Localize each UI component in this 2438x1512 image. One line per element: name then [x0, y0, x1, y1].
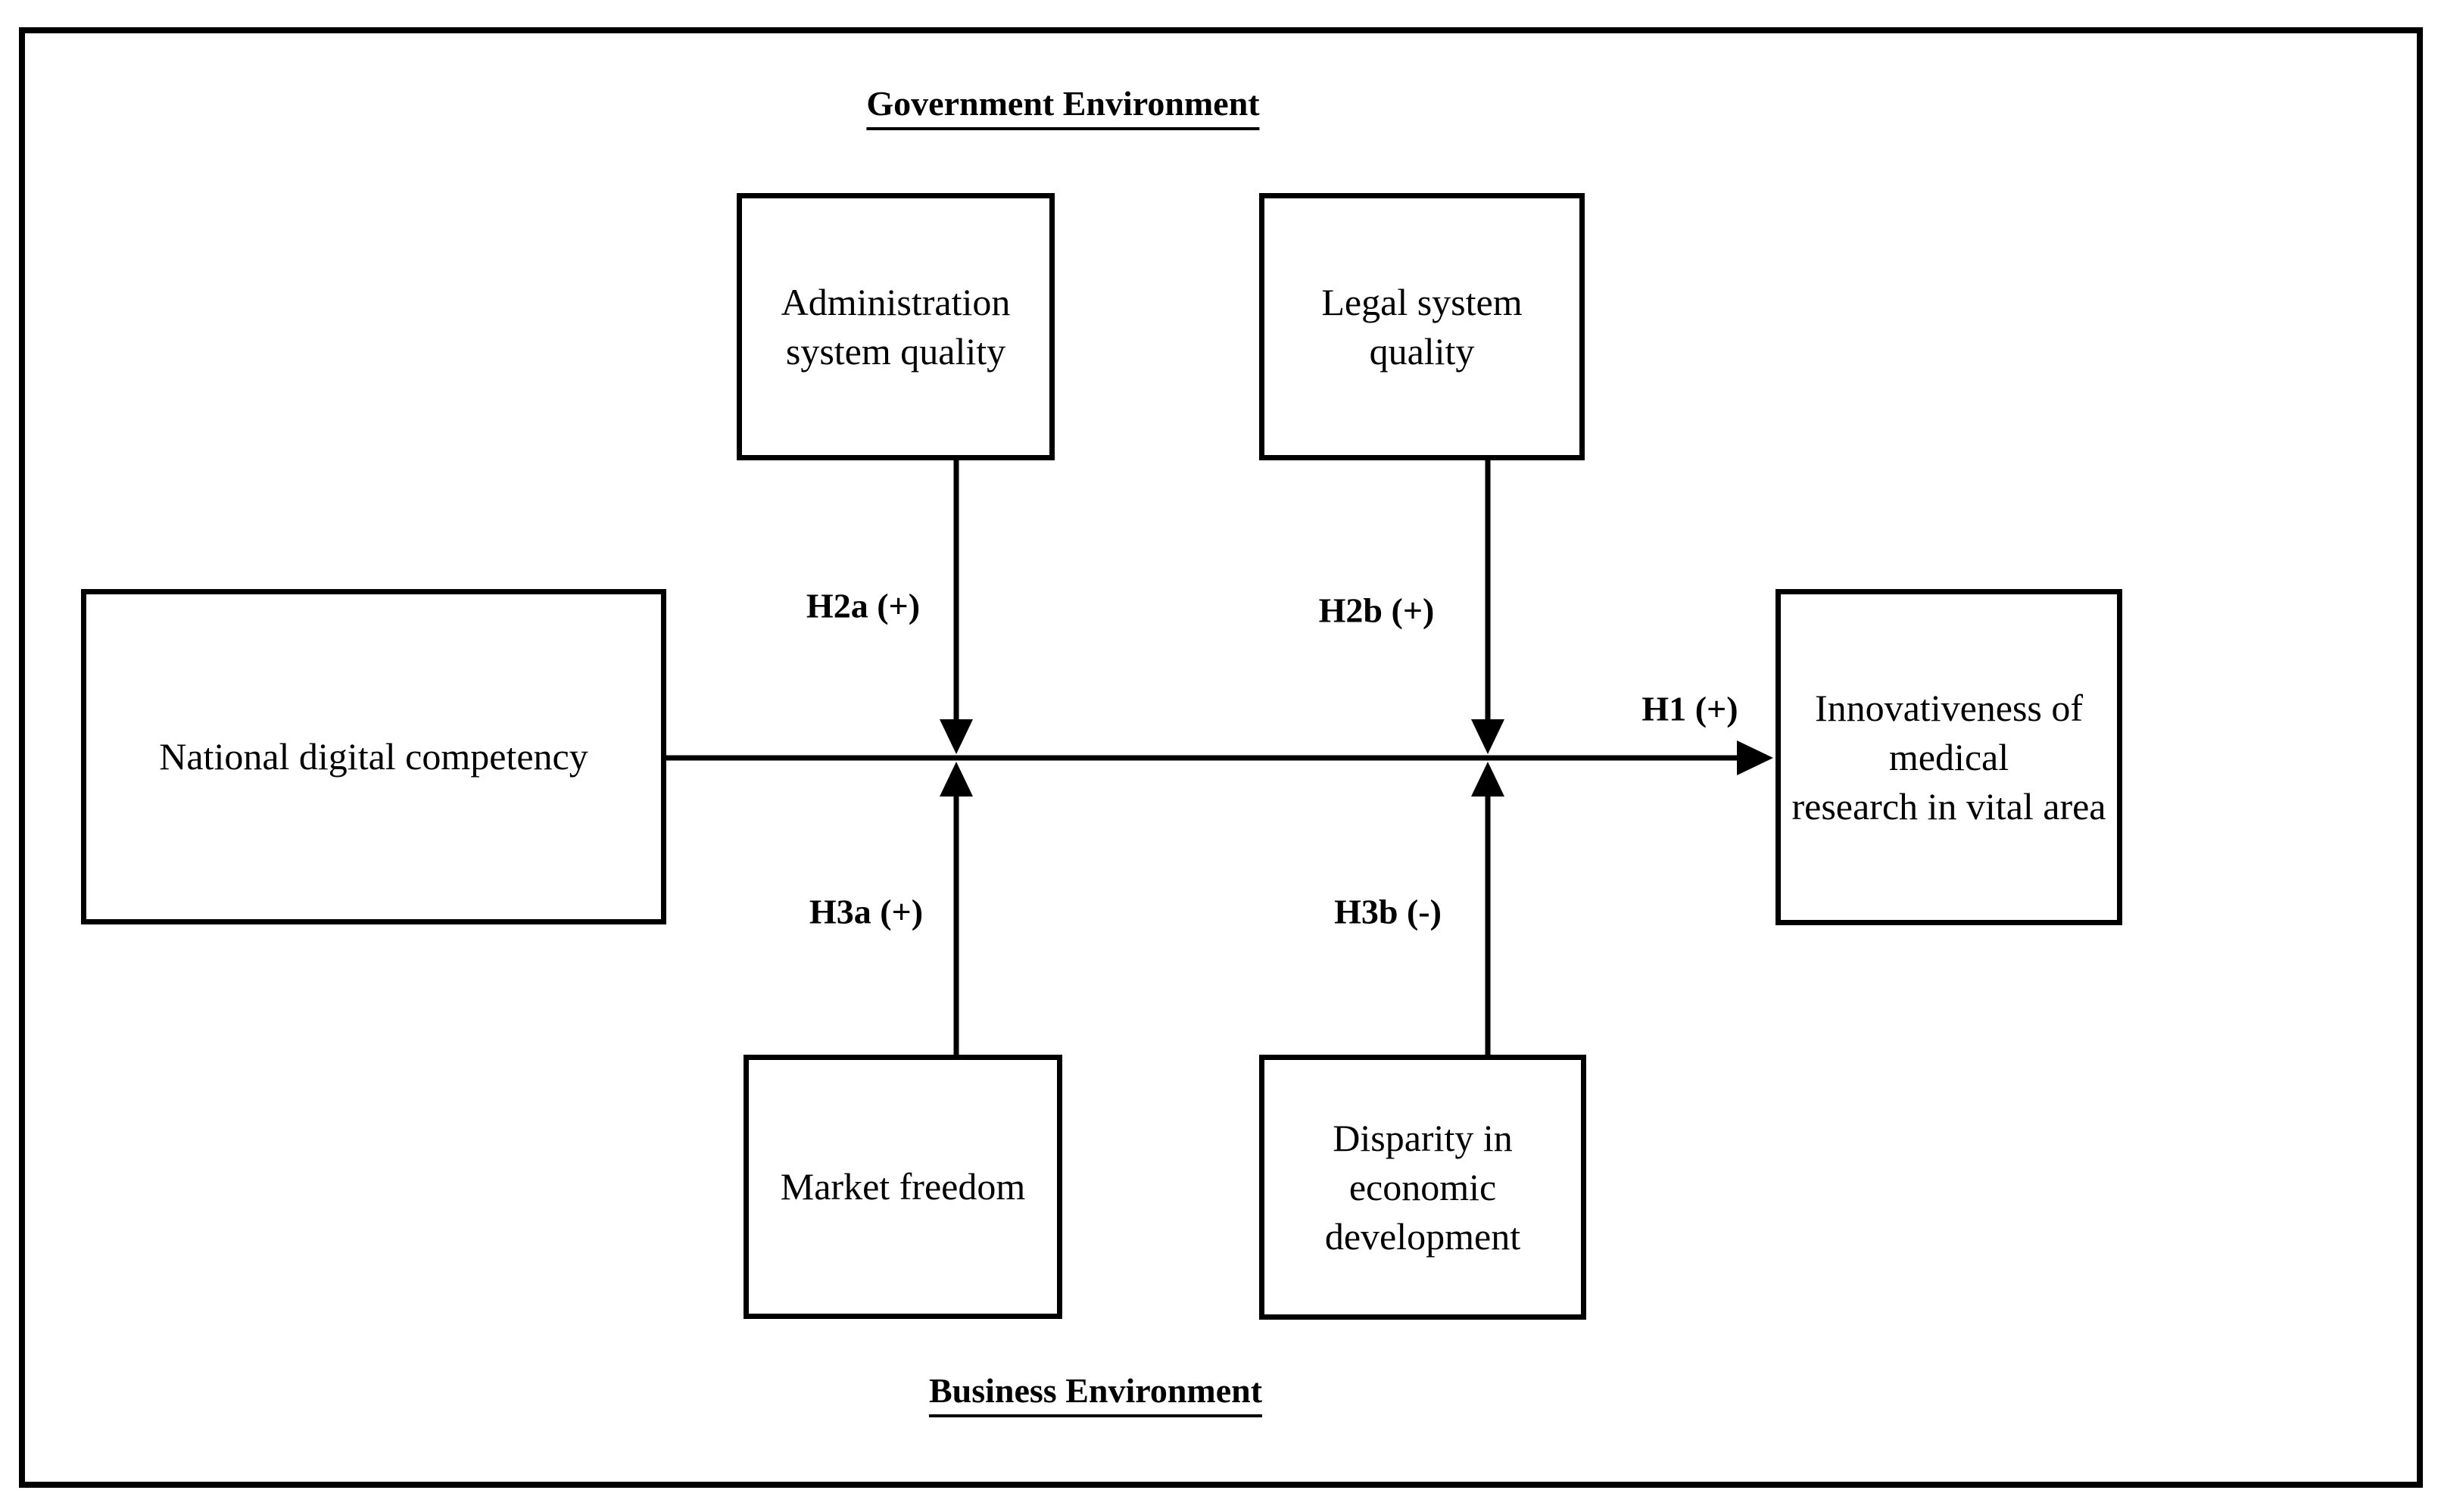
business-environment-title: Business Environment — [928, 1370, 1263, 1417]
node-innovativeness-of-medical-research: Innovativeness of medical research in vi… — [1776, 589, 2122, 925]
government-environment-title: Government Environment — [866, 83, 1260, 130]
node-legal-system-quality: Legal system quality — [1259, 193, 1585, 460]
node-national-digital-competency: National digital competency — [81, 589, 666, 924]
diagram-outer-border — [19, 27, 2423, 1488]
path-label-h3a: H3a (+) — [809, 892, 924, 931]
path-label-h2b: H2b (+) — [1318, 591, 1435, 630]
path-label-h2a: H2a (+) — [806, 586, 921, 625]
path-label-h3b: H3b (-) — [1334, 892, 1442, 931]
path-label-h1: H1 (+) — [1641, 689, 1738, 728]
node-disparity-in-economic-development: Disparity in economic development — [1259, 1055, 1586, 1320]
node-market-freedom: Market freedom — [744, 1055, 1062, 1319]
node-administration-system-quality: Administration system quality — [737, 193, 1055, 460]
